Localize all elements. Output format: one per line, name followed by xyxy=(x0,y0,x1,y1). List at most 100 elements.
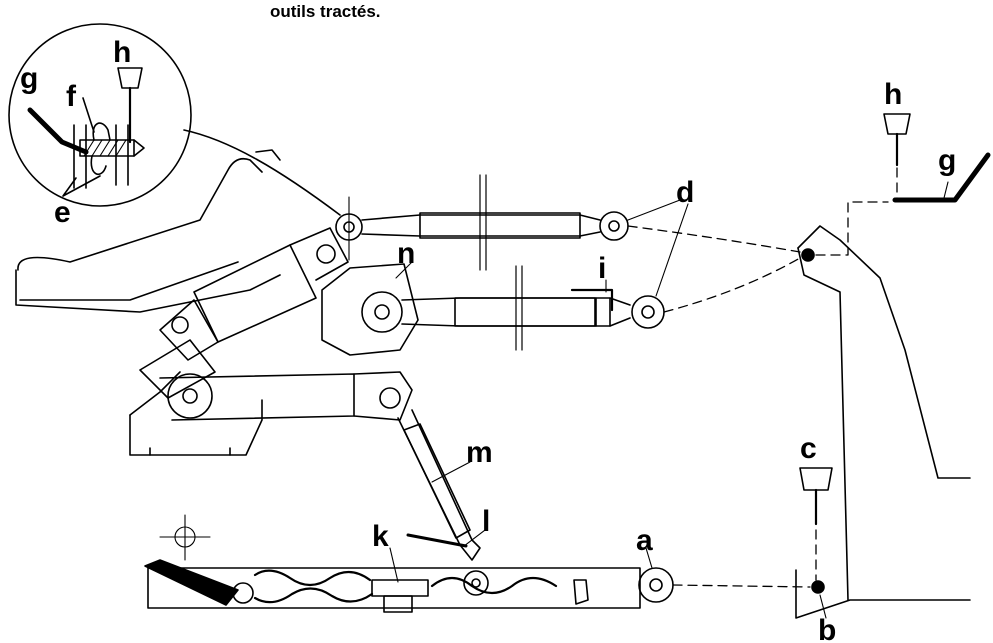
fender-top xyxy=(17,157,263,271)
leader-l xyxy=(463,529,486,547)
label-k: k xyxy=(372,520,389,553)
lift-rod-crank-l xyxy=(406,533,468,548)
detail-leader-f xyxy=(82,97,95,133)
leader-d xyxy=(627,199,689,297)
top-link-lower-nut xyxy=(595,297,611,327)
lift-arm-pivot-hole xyxy=(182,388,198,404)
lower-link-ball-a xyxy=(638,567,674,603)
cylinder-body xyxy=(193,244,317,343)
dash-mast-to-pin xyxy=(815,201,889,256)
detail-pin-tip xyxy=(133,139,145,157)
top-link-handle xyxy=(479,174,487,271)
leader-a xyxy=(645,547,653,569)
top-link-upper xyxy=(335,174,629,271)
chain-back xyxy=(253,587,374,604)
connection-lines xyxy=(627,167,898,588)
bracket-edge xyxy=(129,371,181,416)
label-i: i xyxy=(598,252,606,285)
lynchpin-c-head xyxy=(799,467,833,491)
lift-arm-body xyxy=(159,373,355,421)
lever-g-right xyxy=(892,152,991,203)
dash-ball-to-bracket xyxy=(672,584,811,588)
implement-frame xyxy=(795,225,971,619)
detail-lever-g xyxy=(27,107,89,155)
top-link-lower-eye xyxy=(631,295,665,329)
bracket-base xyxy=(129,399,263,456)
label-m: m xyxy=(466,436,493,469)
lower-link-latch xyxy=(144,559,239,606)
crosshair-lines xyxy=(159,514,211,561)
lift-arm-end xyxy=(353,371,413,421)
detail-pin xyxy=(79,139,135,157)
cylinder-lower-pin xyxy=(171,316,189,334)
leader-k xyxy=(389,547,399,583)
label-c: c xyxy=(800,432,817,465)
label-l: l xyxy=(482,505,490,538)
clevis-bracket-n xyxy=(321,263,419,356)
top-link-eye-front xyxy=(599,211,629,241)
lower-link-body xyxy=(147,567,641,609)
leader-n xyxy=(395,261,413,279)
implement-lower-pin-b xyxy=(811,580,825,594)
clevis-eye xyxy=(361,291,403,333)
detail-inset xyxy=(8,23,192,207)
lift-arm-pivot xyxy=(167,373,213,419)
reference-marks xyxy=(159,196,350,561)
cylinder-rod xyxy=(289,227,349,281)
turnbuckle-block xyxy=(383,595,413,613)
leader-m xyxy=(431,461,471,483)
label-n: n xyxy=(397,237,415,270)
detail-circle xyxy=(8,23,192,207)
label-a: a xyxy=(636,524,653,557)
top-link-lower-handle xyxy=(515,265,523,351)
label-h-right: h xyxy=(884,78,902,111)
cylinder-upper-pin xyxy=(316,244,336,264)
lower-link-rod-joint-hole xyxy=(471,578,481,588)
lift-rod-tube xyxy=(403,423,471,539)
cylinder-base xyxy=(159,299,219,361)
lower-link-rod-joint xyxy=(463,570,489,596)
top-link-lower-tube xyxy=(454,297,596,327)
label-h-detail: h xyxy=(113,36,131,69)
label-d: d xyxy=(676,176,694,209)
detail-plate-right xyxy=(115,124,129,186)
clevis-eye-hole xyxy=(374,304,390,320)
turnbuckle-k xyxy=(371,579,429,597)
lower-link-rear-pin xyxy=(232,582,254,604)
lift-rod-m xyxy=(397,409,481,561)
lift-rod-lower-end xyxy=(459,539,481,561)
implement-mast-right xyxy=(797,225,971,479)
leader-b xyxy=(819,594,827,619)
chain-rear xyxy=(430,576,558,595)
top-link-eye-front-hole xyxy=(608,220,620,232)
chain-hook xyxy=(573,579,589,605)
implement-mast-left xyxy=(797,247,849,601)
implement-lower-bracket xyxy=(795,569,971,619)
caption-text: outils tractés. xyxy=(270,2,381,21)
lynchpin-h-head xyxy=(883,113,911,135)
leader-g-right xyxy=(943,181,949,199)
fender-inner xyxy=(19,261,239,301)
seat-fender xyxy=(15,129,341,313)
dash-upper-to-mast xyxy=(627,225,801,253)
lift-rod-body xyxy=(397,409,473,546)
detail-pin-hatching xyxy=(83,139,127,157)
detail-leader-e xyxy=(62,175,101,197)
label-b: b xyxy=(818,614,836,643)
top-link-lower xyxy=(321,263,665,356)
locking-pin-i xyxy=(570,288,614,312)
fender-sweep xyxy=(183,129,341,216)
label-g-detail: g xyxy=(20,62,38,95)
label-f: f xyxy=(66,80,77,113)
label-e: e xyxy=(54,196,71,229)
lower-link xyxy=(144,559,674,613)
detail-clip-f xyxy=(92,122,111,141)
lift-arm-end-pin xyxy=(379,387,401,409)
bracket-bolts xyxy=(149,447,231,456)
detail-clip-lower xyxy=(90,155,107,176)
lift-arm xyxy=(129,339,413,456)
detail-lynchpin-head xyxy=(117,67,143,89)
label-leaders xyxy=(389,181,949,619)
